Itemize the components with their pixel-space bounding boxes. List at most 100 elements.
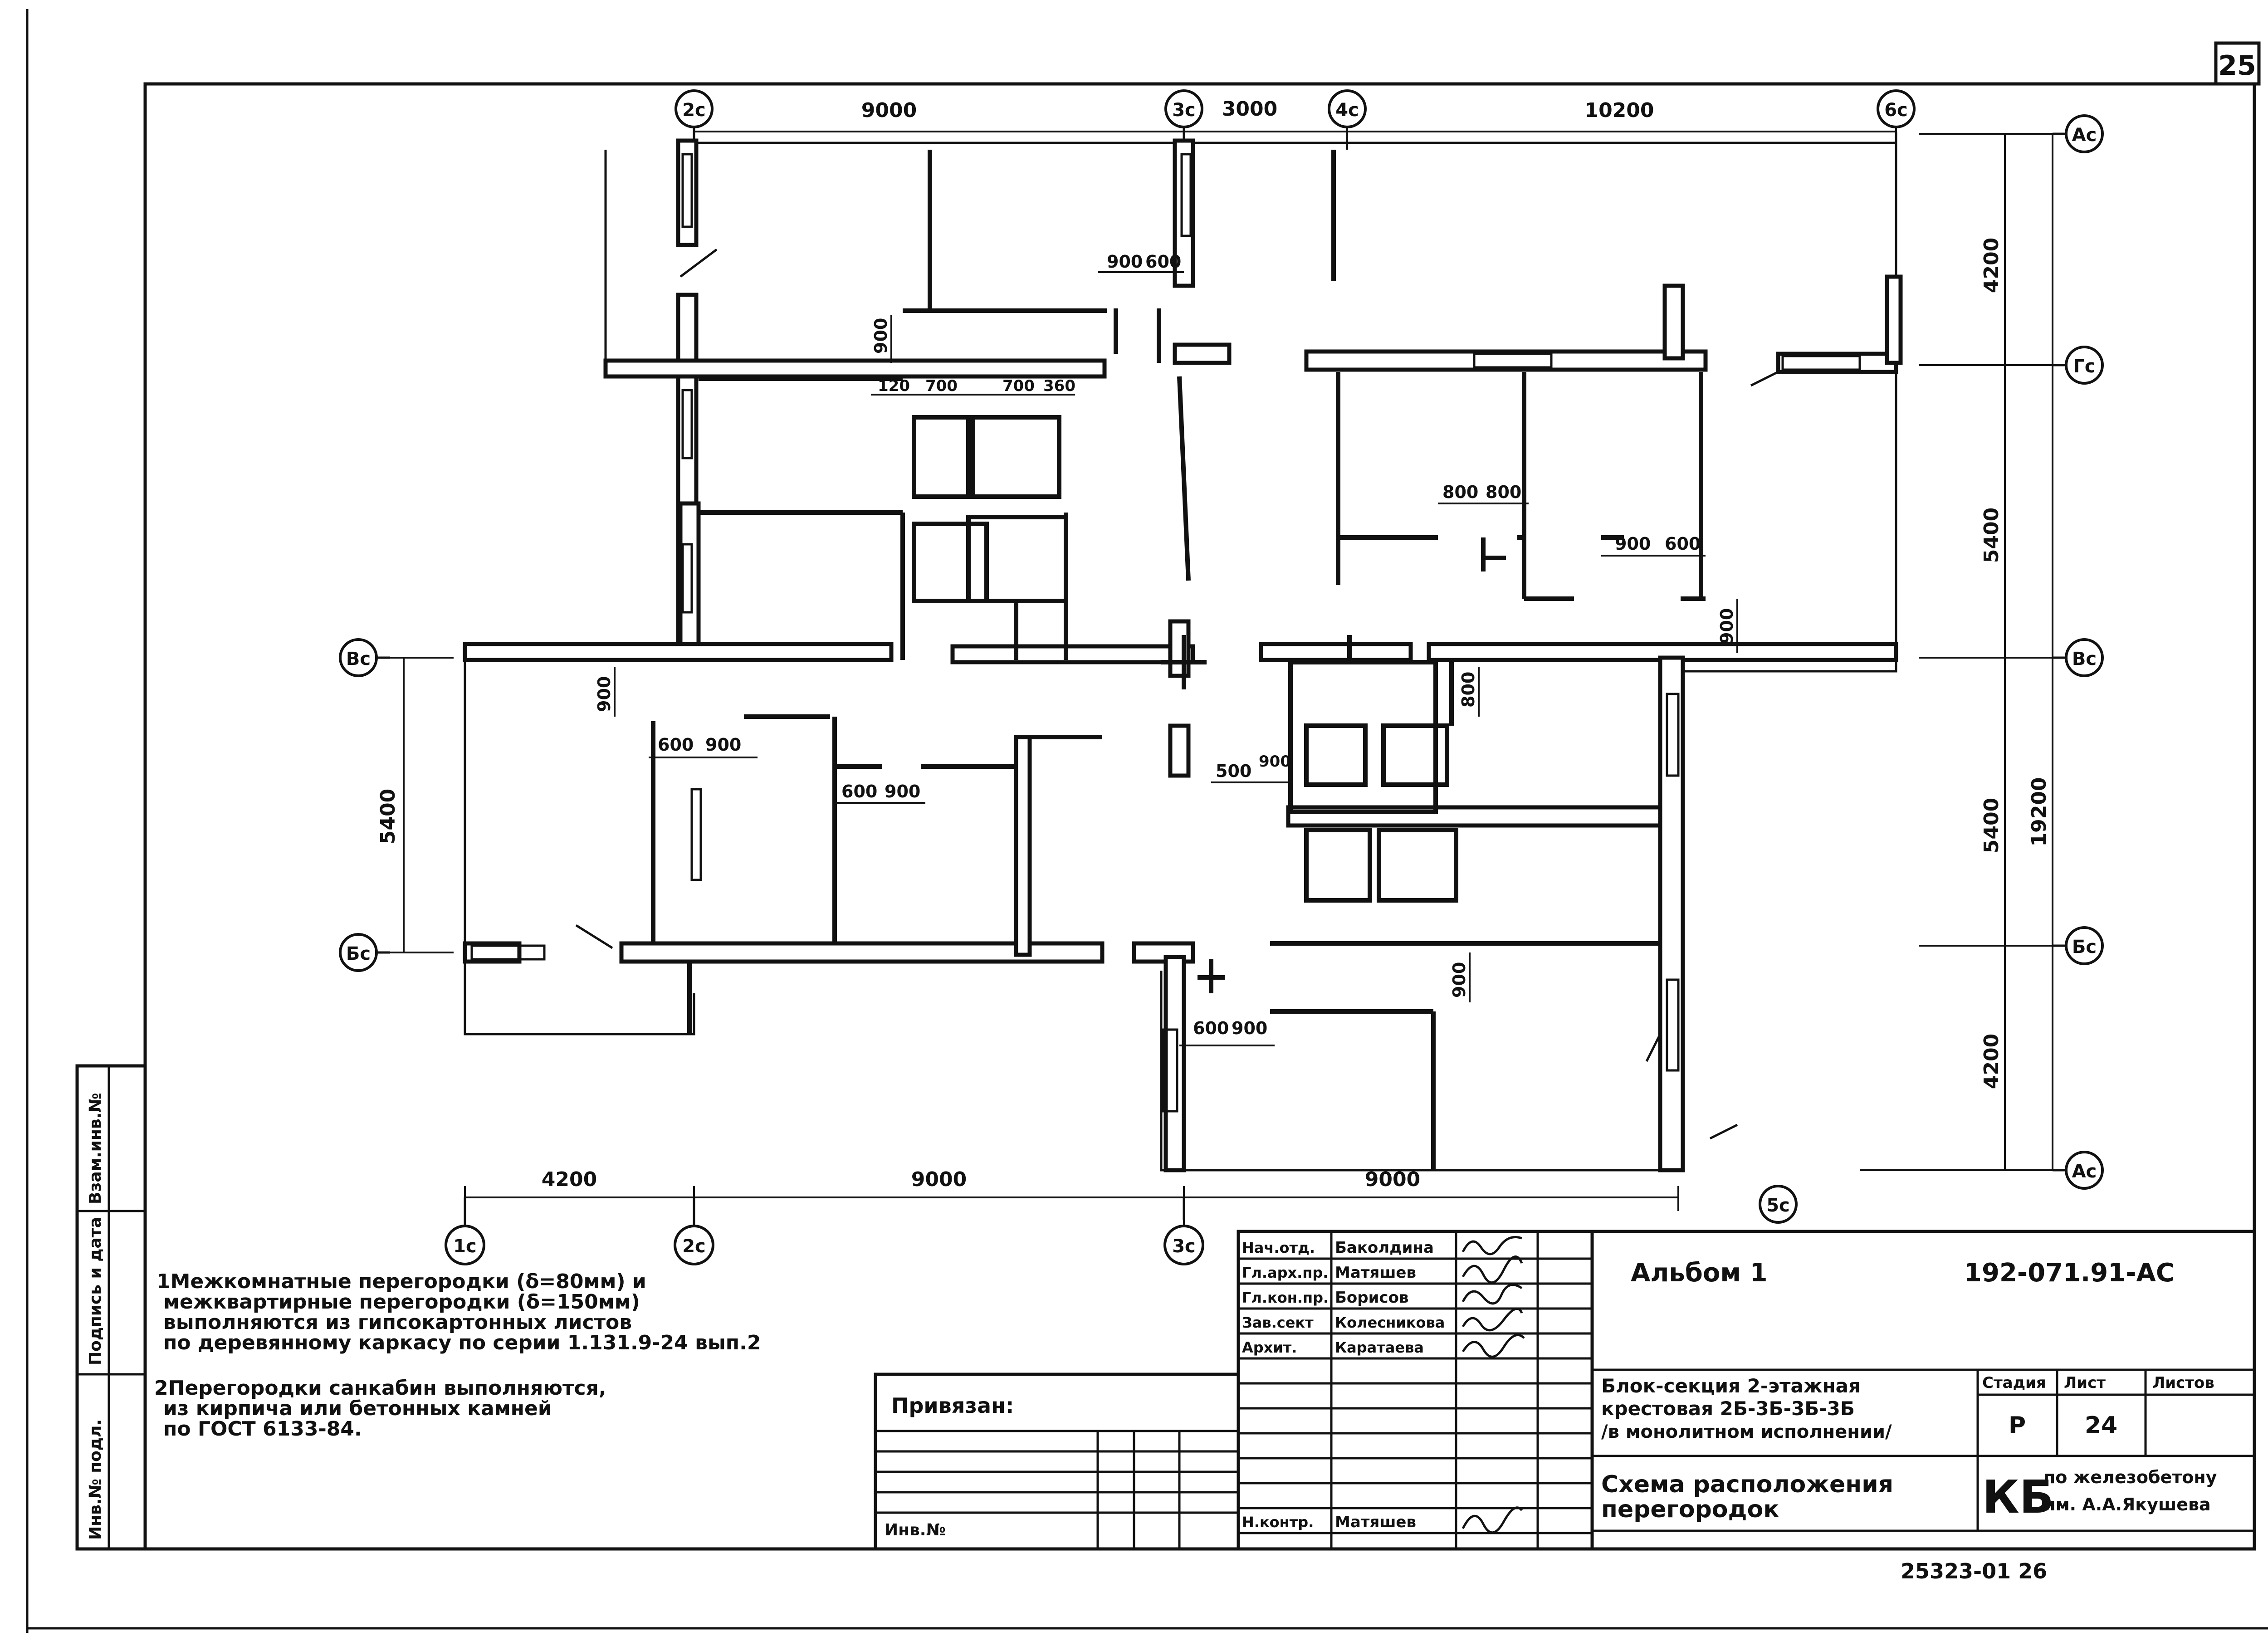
bottom-code: 25323-01 26: [1901, 1559, 2047, 1583]
svg-text:Ас: Ас: [2072, 1161, 2097, 1182]
axis-bubble-right-gc: Гс: [2065, 346, 2104, 385]
dim-right-2: 5400: [1980, 508, 2003, 563]
note-2-line-1: 2Перегородки санкабин выполняются,: [154, 1377, 606, 1400]
axis-bubble-right-vc: Вс: [2065, 638, 2104, 677]
axis-bubble-top-6c: 6с: [1877, 89, 1916, 128]
signature-scribble: [1461, 1284, 1523, 1305]
axis-bubble-top-2c: 2с: [675, 89, 714, 128]
sheet-value: 24: [2085, 1412, 2117, 1439]
inner-dim: 600: [1145, 252, 1181, 272]
signature-role: Нач.отд.: [1242, 1239, 1315, 1256]
inner-dim: 900: [1107, 252, 1143, 272]
axis-bubble-bottom-1c: 1с: [445, 1225, 485, 1265]
inner-dim: 900: [1449, 962, 1469, 998]
title-block: Альбом 1 192-071.91-АС Блок-секция 2-эта…: [1590, 1230, 2256, 1551]
partitions: [575, 150, 1779, 1170]
inner-dim: 900: [705, 735, 741, 755]
dimension-labels: 9000 3000 10200 4200 9000 9000 5400 4200…: [376, 98, 2051, 1191]
tie-in-block: Привязан: Инв.№: [874, 1372, 1240, 1551]
wall-segment: [1173, 342, 1232, 365]
inner-dim: 600: [1665, 534, 1701, 554]
dim-bottom-1: 4200: [542, 1168, 597, 1191]
wall-segment: [1885, 274, 1903, 365]
signature-scribble: [1461, 1255, 1523, 1284]
signature-name: Каратаева: [1335, 1339, 1424, 1356]
axis-bubble-top-3c: 3с: [1164, 89, 1203, 128]
wall-segment: [1014, 735, 1032, 957]
wall-segment: [1168, 723, 1191, 778]
axis-bubble-left-vc: Вс: [339, 638, 378, 677]
signature-row: Зав.сект Колесникова: [1242, 1308, 1523, 1332]
inv-number-label: Инв.№: [885, 1521, 946, 1539]
dim-left-1: 5400: [376, 789, 400, 844]
svg-text:Бс: Бс: [2072, 937, 2097, 957]
dim-right-total: 19200: [2028, 777, 2051, 846]
axis-bubble-bottom-3c: 3с: [1163, 1225, 1204, 1265]
wall-segment: [676, 138, 699, 247]
sheet-label: Лист: [2064, 1374, 2106, 1392]
inner-dim: 700: [1002, 377, 1035, 395]
signatures-block: Нач.отд. Баколдина Гл.арх.пр. Матяшев Гл…: [1237, 1230, 1594, 1551]
drawing-title-line-1: Схема расположения: [1601, 1471, 1893, 1498]
general-notes: 1Межкомнатные перегородки (δ=80мм) и меж…: [154, 1270, 761, 1441]
windows: [470, 153, 1861, 1113]
inner-dim: 900: [1232, 1018, 1267, 1038]
inner-dim: 120: [878, 377, 910, 395]
dim-right-3: 5400: [1980, 798, 2003, 853]
svg-text:Гс: Гс: [2073, 356, 2095, 377]
wall-segment: [950, 644, 1195, 664]
svg-text:6с: 6с: [1884, 100, 1908, 121]
axis-bubble-top-4c: 4с: [1328, 89, 1367, 128]
dim-top-3: 10200: [1584, 99, 1654, 122]
floor-plan: [463, 132, 1903, 1172]
note-1-line-4: по деревянному каркасу по серии 1.131.9-…: [163, 1331, 761, 1354]
sheet-number: 25: [2218, 50, 2256, 82]
note-2-line-3: по ГОСТ 6133-84.: [163, 1417, 362, 1441]
signature-name: Колесникова: [1335, 1314, 1445, 1331]
wall-segment: [678, 501, 701, 660]
inner-dim: 600: [841, 781, 877, 801]
signature-row: Гл.арх.пр. Матяшев: [1242, 1255, 1523, 1284]
note-1-line-3: выполняются из гипсокартонных листов: [163, 1311, 632, 1334]
axis-bubble-right-ac-top: Ас: [2065, 114, 2104, 153]
inner-dim: 800: [1458, 672, 1478, 708]
signature-role: Архит.: [1242, 1339, 1297, 1356]
inner-dim: 900: [594, 676, 614, 712]
svg-text:Вс: Вс: [346, 649, 371, 669]
project-line-1: Блок-секция 2-этажная: [1601, 1375, 1861, 1397]
signature-scribble: [1461, 1308, 1523, 1332]
axis-bubble-bottom-5c: 5с: [1759, 1185, 1798, 1224]
signature-row: Н.контр. Матяшев: [1242, 1506, 1523, 1534]
signature-name: Матяшев: [1335, 1513, 1416, 1531]
inner-dim: 600: [1193, 1018, 1229, 1038]
wall-segment: [1163, 955, 1186, 1172]
signature-role: Н.контр.: [1242, 1514, 1314, 1531]
stage-value: Р: [2009, 1412, 2026, 1439]
note-1-line-1: 1Межкомнатные перегородки (δ=80мм) и: [156, 1270, 646, 1293]
axis-bubble-right-bc: Бс: [2065, 926, 2104, 965]
inner-dim: 900: [1615, 534, 1651, 554]
inner-dim: 900: [1717, 608, 1737, 644]
signature-scribble: [1461, 1506, 1523, 1534]
inner-dim: 800: [1486, 482, 1521, 502]
signature-row: Гл.кон.пр. Борисов: [1242, 1284, 1523, 1307]
svg-text:1с: 1с: [453, 1236, 477, 1257]
org-line-2: им. А.А.Якушева: [2043, 1494, 2211, 1514]
signature-scribble: [1461, 1236, 1522, 1255]
drawing-title-line-2: перегородок: [1601, 1496, 1779, 1523]
signature-row: Нач.отд. Баколдина: [1242, 1236, 1522, 1257]
inner-dim: 600: [658, 735, 694, 755]
svg-text:5с: 5с: [1766, 1195, 1790, 1216]
sheets-label: Листов: [2152, 1374, 2214, 1392]
org-line-1: по железобетону: [2043, 1467, 2217, 1487]
inner-dim: 900: [1259, 752, 1291, 771]
dimension-lines: [376, 120, 2068, 1225]
wall-segment: [463, 642, 894, 662]
svg-text:3с: 3с: [1172, 100, 1196, 121]
drawing-code: 192-071.91-АС: [1964, 1258, 2175, 1288]
album-label: Альбом 1: [1631, 1258, 1768, 1288]
signature-scribble: [1461, 1333, 1525, 1358]
wall-segment: [1259, 642, 1413, 662]
wall-segment: [1662, 283, 1685, 361]
